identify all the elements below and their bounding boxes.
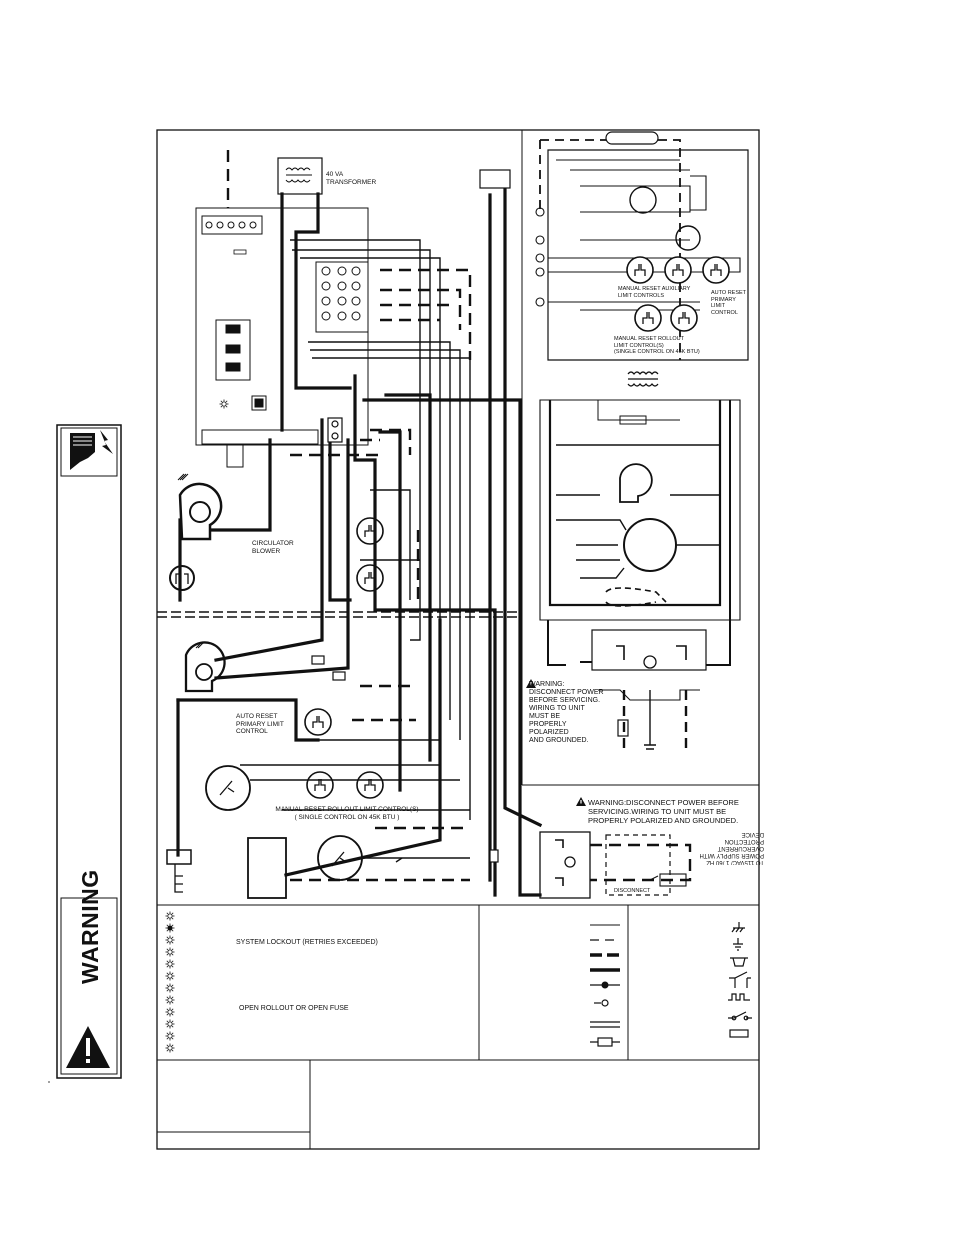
power-supply-label: TO 115VAC/ 1 /60 HZ POWER SUPPLY WITH OV… xyxy=(699,831,764,865)
legend-lockout-text: SYSTEM LOCKOUT (RETRIES EXCEEDED) xyxy=(236,939,378,946)
warning-word: WARNING xyxy=(77,869,103,984)
symbol-legend xyxy=(728,922,752,1038)
gas-valve xyxy=(247,835,363,899)
rollout-switches xyxy=(356,517,384,592)
ladder-warning-text: WARNING: DISCONNECT POWER BEFORE SERVICI… xyxy=(529,681,604,744)
led-legend-icons xyxy=(165,911,175,1053)
blower-motor-symbol xyxy=(169,473,223,591)
circulator-blower-label: CIRCULATOR BLOWER xyxy=(252,540,294,555)
disconnect-label: DISCONNECT xyxy=(614,888,651,894)
ladder-manual-aux-label: MANUAL RESET AUXILIARY LIMIT CONTROLS xyxy=(618,286,691,299)
wiring-dashed xyxy=(226,150,472,882)
electrical-shock-hand-icon xyxy=(70,430,113,470)
transformer xyxy=(277,157,323,195)
manual-rollout-limit-label: MANUAL RESET ROLLOUT LIMIT CONTROL(S) ( … xyxy=(275,806,419,821)
ladder-diagram xyxy=(535,131,749,361)
ladder-transformer xyxy=(627,371,659,387)
main-warning-text: WARNING:DISCONNECT POWER BEFORE SERVICIN… xyxy=(588,798,739,825)
primary-limit xyxy=(304,708,332,736)
diagram-frame xyxy=(156,129,760,1150)
manual-rollout-pair xyxy=(306,771,384,799)
ladder-auto-primary-label: AUTO RESET PRIMARY LIMIT CONTROL xyxy=(711,290,747,316)
led-icon xyxy=(219,399,229,409)
pressure-switch xyxy=(205,765,251,811)
disconnect-block xyxy=(539,831,692,899)
ladder-warning-triangle-icon xyxy=(526,679,536,688)
transformer-label: 40 VA TRANSFORMER xyxy=(326,171,377,186)
auto-reset-primary-limit-label: AUTO RESET PRIMARY LIMIT CONTROL xyxy=(236,713,284,735)
inline-connectors xyxy=(311,169,511,863)
main-warning-triangle-icon xyxy=(576,797,586,806)
warning-tag xyxy=(48,424,122,1083)
wire-harness-plug xyxy=(315,261,369,333)
legend-rollout-text: OPEN ROLLOUT OR OPEN FUSE xyxy=(239,1005,349,1012)
exclamation-triangle-icon xyxy=(66,1026,110,1068)
warning-tag-word: WARNING xyxy=(70,869,114,985)
ladder-manual-rollout-label: MANUAL RESET ROLLOUT LIMIT CONTROL(S) (S… xyxy=(614,336,700,355)
line-type-legend xyxy=(590,924,620,1047)
inducer-motor xyxy=(184,641,226,693)
ladder-lower xyxy=(539,399,741,750)
